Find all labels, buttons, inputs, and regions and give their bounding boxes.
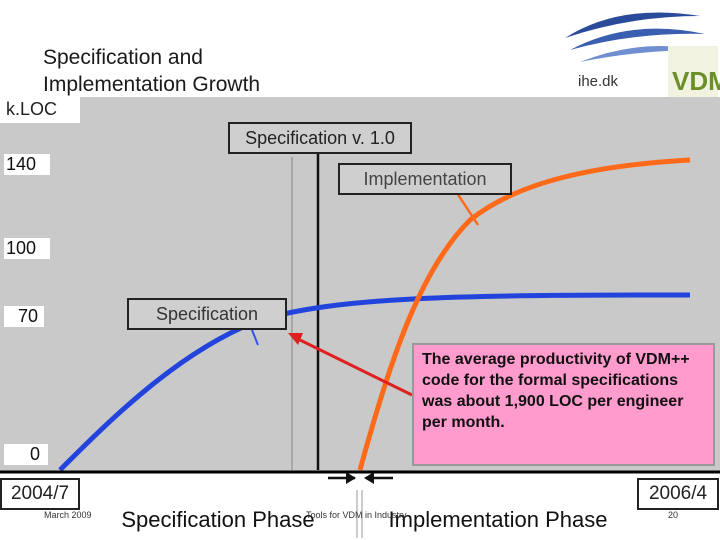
implementation-label: Implementation <box>338 163 512 195</box>
y-tick-100: 100 <box>4 238 50 259</box>
y-tick-70: 70 <box>4 306 44 327</box>
implementation-line <box>357 157 691 471</box>
footer-date: March 2009 <box>44 510 92 520</box>
milestone-label: Specification v. 1.0 <box>228 122 412 154</box>
implementation-leader <box>453 189 480 226</box>
vdm-badge-icon: VDM <box>668 46 720 100</box>
x-start-label: 2004/7 <box>0 478 80 510</box>
phase-arrow-icon <box>328 472 393 484</box>
logo-text: ihe.dk <box>578 73 619 90</box>
footer-center: Tools for VDM in Industry <box>306 510 407 520</box>
specification-phase-label: Specification Phase <box>100 505 336 535</box>
company-logo: ihe.dk VDM <box>565 12 720 100</box>
slide-title: Specification and Implementation Growth <box>43 46 261 96</box>
page-number: 20 <box>668 510 679 520</box>
x-end-label: 2006/4 <box>637 478 719 510</box>
y-tick-140: 140 <box>4 154 50 175</box>
annotation-arrowhead <box>288 333 303 345</box>
productivity-note: The average productivity of VDM++ code f… <box>412 343 715 466</box>
annotation-arrow <box>299 338 413 397</box>
specification-label: Specification <box>127 298 287 330</box>
svg-text:VDM: VDM <box>672 66 720 96</box>
y-tick-0: 0 <box>4 444 48 465</box>
y-axis-title: k.LOC <box>0 97 80 123</box>
implementation-phase-label: Implementation Phase <box>366 505 630 535</box>
